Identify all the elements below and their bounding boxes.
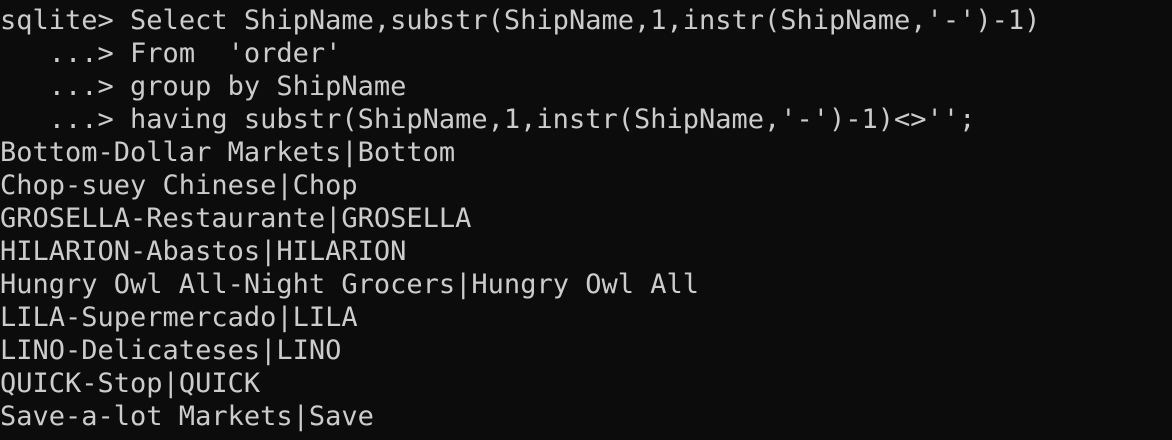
ship-name: HILARION-Abastos (0, 236, 261, 267)
ship-name-prefix: LILA (292, 302, 358, 333)
result-row: QUICK-Stop|QUICK (0, 367, 260, 400)
ship-name-prefix: LINO (276, 335, 342, 366)
column-separator: | (276, 302, 293, 333)
command-line: sqlite> Select ShipName,substr(ShipName,… (0, 4, 1040, 37)
ship-name: LINO-Delicateses (0, 335, 261, 366)
ship-name: Hungry Owl All-Night Grocers (0, 269, 456, 300)
command-text: group by ShipName (130, 71, 407, 102)
ship-name-prefix: QUICK (178, 368, 261, 399)
ship-name-prefix: Chop (292, 170, 358, 201)
ship-name: Chop-suey Chinese (0, 170, 277, 201)
ship-name: LILA-Supermercado (0, 302, 277, 333)
ship-name-prefix: Hungry Owl All (471, 269, 699, 300)
continuation-prompt: ...> (0, 38, 131, 69)
ship-name-prefix: HILARION (276, 236, 407, 267)
result-row: HILARION-Abastos|HILARION (0, 235, 406, 268)
continuation-line: ...> having substr(ShipName,1,instr(Ship… (0, 103, 976, 136)
column-separator: | (260, 335, 277, 366)
result-row: LILA-Supermercado|LILA (0, 301, 358, 334)
column-separator: | (276, 170, 293, 201)
continuation-line: ...> group by ShipName (0, 70, 407, 103)
column-separator: | (260, 236, 277, 267)
result-row: GROSELLA-Restaurante|GROSELLA (0, 202, 471, 235)
continuation-prompt: ...> (0, 104, 131, 135)
ship-name: QUICK-Stop (0, 368, 163, 399)
continuation-line: ...> From 'order' (0, 37, 342, 70)
column-separator: | (455, 269, 472, 300)
ship-name-prefix: Bottom (357, 137, 456, 168)
ship-name: Bottom-Dollar Markets (0, 137, 342, 168)
column-separator: | (162, 368, 179, 399)
column-separator: | (325, 203, 342, 234)
result-row: Bottom-Dollar Markets|Bottom (0, 136, 455, 169)
column-separator: | (341, 137, 358, 168)
command-text: having substr(ShipName,1,instr(ShipName,… (130, 104, 976, 135)
result-row: Save-a-lot Markets|Save (0, 400, 374, 433)
prompt: sqlite> (0, 5, 131, 36)
result-row: LINO-Delicateses|LINO (0, 334, 341, 367)
ship-name-prefix: GROSELLA (341, 203, 472, 234)
result-row: Hungry Owl All-Night Grocers|Hungry Owl … (0, 268, 699, 301)
continuation-prompt: ...> (0, 71, 131, 102)
result-row: Chop-suey Chinese|Chop (0, 169, 358, 202)
command-text: From 'order' (130, 38, 342, 69)
ship-name: GROSELLA-Restaurante (0, 203, 326, 234)
ship-name: Save-a-lot Markets (0, 401, 293, 432)
column-separator: | (292, 401, 309, 432)
ship-name-prefix: Save (308, 401, 374, 432)
command-text: Select ShipName,substr(ShipName,1,instr(… (130, 5, 1041, 36)
